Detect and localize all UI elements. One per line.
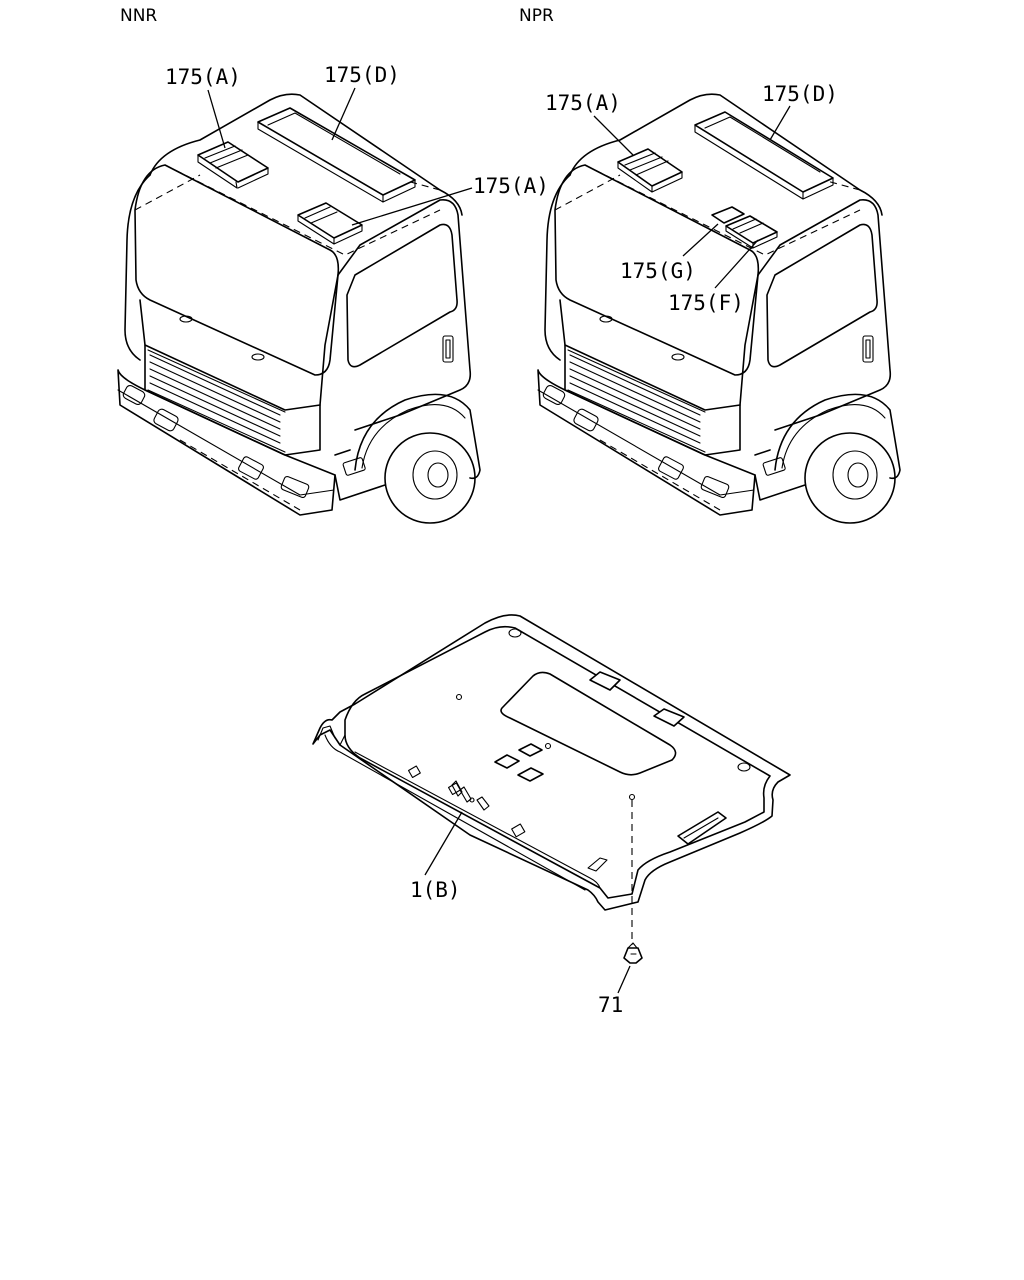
npr-truck-cab: [537, 93, 901, 524]
clip-part: [623, 942, 643, 964]
leader-1b: [424, 811, 463, 876]
leader-npr-175f: [714, 239, 759, 289]
callout-nnr-175a-side: 175(A): [473, 174, 549, 198]
leader-nnr-175a-top: [207, 89, 226, 149]
callout-1b: 1(B): [410, 878, 461, 902]
leader-npr-175d: [769, 105, 791, 141]
header-nnr: NNR: [120, 6, 157, 26]
callout-npr-175f: 175(F): [668, 291, 744, 315]
callout-nnr-175a-top: 175(A): [165, 65, 241, 89]
callout-71: 71: [598, 993, 623, 1017]
callout-nnr-175d: 175(D): [324, 63, 400, 87]
nnr-truck-cab: [117, 93, 481, 524]
callout-npr-175a: 175(A): [545, 91, 621, 115]
leader-npr-175g: [682, 223, 719, 257]
leader-71: [617, 965, 631, 994]
leader-npr-175a: [593, 115, 634, 156]
leader-nnr-175d: [331, 87, 356, 141]
callout-npr-175d: 175(D): [762, 82, 838, 106]
headlining-panel: [312, 614, 791, 945]
header-npr: NPR: [519, 6, 554, 26]
leader-nnr-175a-side: [351, 187, 473, 226]
callout-npr-175g: 175(G): [620, 259, 696, 283]
